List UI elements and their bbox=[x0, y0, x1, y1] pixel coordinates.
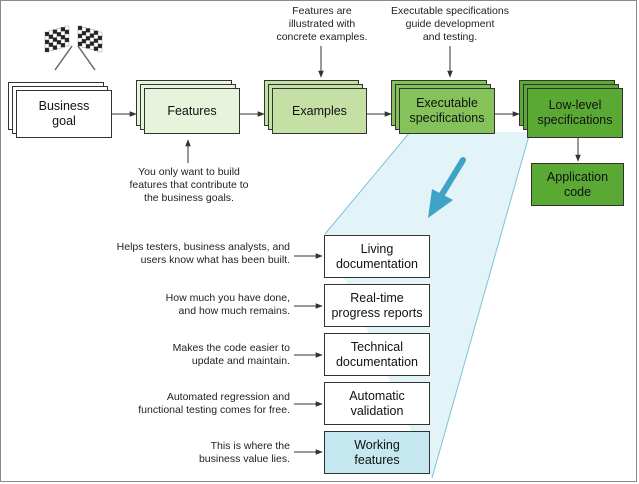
working-features-box: Working features bbox=[324, 431, 430, 474]
features-note: You only want to build features that con… bbox=[129, 166, 249, 204]
technical-documentation-note: Makes the code easier to update and main… bbox=[172, 342, 290, 367]
progress-reports-box: Real-time progress reports bbox=[324, 284, 430, 327]
checkered-flags-icon bbox=[44, 25, 103, 71]
automatic-validation-note: Automated regression and functional test… bbox=[138, 391, 290, 416]
living-documentation-note: Helps testers, business analysts, and us… bbox=[116, 241, 290, 266]
automatic-validation-box: Automatic validation bbox=[324, 382, 430, 425]
exec-specs-note: Executable specifications guide developm… bbox=[391, 5, 509, 43]
funnel-edge-left bbox=[324, 131, 411, 235]
business-goal-box: Business goal bbox=[16, 90, 112, 138]
examples-note: Features are illustrated with concrete e… bbox=[276, 5, 368, 43]
examples-box: Examples bbox=[272, 88, 367, 134]
executable-specs-box: Executable specifications bbox=[399, 88, 495, 134]
working-features-note: This is where the business value lies. bbox=[198, 440, 290, 465]
technical-documentation-box: Technical documentation bbox=[324, 333, 430, 376]
funnel-edge-right bbox=[431, 131, 531, 479]
progress-reports-note: How much you have done, and how much rem… bbox=[165, 292, 290, 317]
living-documentation-box: Living documentation bbox=[324, 235, 430, 278]
features-box: Features bbox=[144, 88, 240, 134]
lowlevel-specs-box: Low-level specifications bbox=[527, 88, 623, 138]
application-code-box: Application code bbox=[531, 163, 624, 206]
big-down-arrow-icon bbox=[428, 157, 466, 218]
